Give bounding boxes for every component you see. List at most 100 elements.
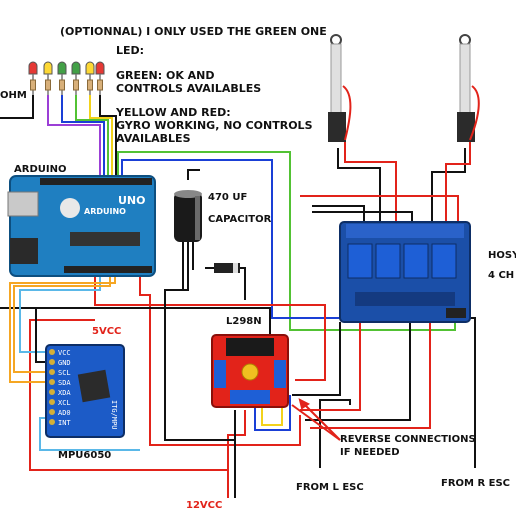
mpu-pin-label: GND: [58, 359, 71, 367]
led-2: [43, 61, 53, 95]
arduino-logo-text: ARDUINO: [84, 207, 126, 216]
digital-header: [40, 178, 152, 185]
mpu-pin-scl: [49, 369, 55, 375]
twelve-vcc-label: 12VCC: [186, 500, 222, 511]
wire-l298-blue: [254, 395, 291, 431]
mpu-pin-xda: [49, 389, 55, 395]
led-5: [85, 61, 95, 95]
wire-relay-top-red: [300, 195, 459, 222]
mpu-pin-label: XDA: [58, 389, 71, 397]
led-4: [71, 61, 81, 95]
relay-label-2: 4 CH: [488, 270, 514, 281]
l298n-label: L298N: [226, 316, 262, 327]
diode: [214, 263, 240, 273]
mpu-pin-label: SDA: [58, 379, 71, 387]
wire-relay-l298-red2: [310, 322, 431, 429]
resistor-4: [73, 79, 79, 91]
arduino-label: ARDUINO: [14, 164, 66, 175]
reverse-arrows: [291, 398, 341, 441]
uno-text: UNO: [118, 194, 146, 207]
wire-l298-yellow: [261, 400, 283, 426]
mpu-pin-sda: [49, 379, 55, 385]
power-jack: [10, 238, 38, 264]
wire-led-5: [89, 95, 113, 175]
arduino-uno-board: ARDUINO UNO: [7, 175, 156, 277]
mpu-pin-xcl: [49, 399, 55, 405]
wire-actuator-r-red: [445, 140, 471, 222]
linear-actuator-left: [328, 34, 352, 142]
wire-5v-rail: [94, 275, 326, 381]
mpu-pin-gnd: [49, 359, 55, 365]
resistor-1: [30, 79, 36, 91]
note-green-2: CONTROLS AVAILABLES: [116, 82, 261, 95]
wire-relay-l298-black: [292, 322, 341, 396]
capacitor-label-1: 470 UF: [208, 192, 247, 203]
arduino-logo-icon: [60, 198, 80, 218]
linear-actuator-right: [457, 34, 480, 142]
mpu-pin-int: [49, 419, 55, 425]
mpu-pin-label: INT: [58, 419, 71, 427]
capacitor-label-2: CAPACITOR: [208, 214, 272, 225]
l298n-driver: [211, 334, 289, 408]
reverse-label-2: IF NEEDED: [340, 447, 400, 458]
note-yr-1: YELLOW AND RED:: [115, 106, 231, 119]
wire-relay-top-black-b: [312, 211, 413, 222]
note-green-1: GREEN: OK AND: [116, 69, 215, 82]
wire-cap-top: [187, 169, 200, 180]
atmega-chip: [70, 232, 140, 246]
relay-cubes: [347, 243, 457, 279]
wire-relay-top-black-a: [312, 205, 365, 222]
wire-esc-l: [319, 399, 351, 468]
mpu-pin-ad0: [49, 409, 55, 415]
wire-green-relay: [117, 151, 456, 331]
five-vcc-label: 5VCC: [92, 326, 121, 337]
relay-label-1: HOSY: [488, 250, 516, 261]
ohm-label: OHM: [0, 90, 27, 101]
wires: [0, 95, 476, 498]
mpu-pin-label: SCL: [58, 369, 71, 377]
reverse-label-1: REVERSE CONNECTIONS: [340, 434, 476, 445]
wire-actuator-l-red: [344, 140, 397, 222]
heatsink: [226, 338, 274, 356]
relay-terminals: [346, 224, 464, 238]
led-1: [28, 61, 38, 95]
led-6: [95, 61, 105, 95]
mpu-chip-text: ITG/MPU: [110, 400, 118, 430]
resistor-3: [59, 79, 65, 91]
resistor-6: [97, 79, 103, 91]
mpu-pin-label: XCL: [58, 399, 71, 407]
wire-mpu-sda: [9, 275, 116, 383]
resistor-5: [87, 79, 93, 91]
from-r-esc-label: FROM R ESC: [441, 478, 510, 489]
wire-actuator-r-black: [431, 148, 466, 222]
wire-led-1: [0, 95, 34, 119]
mpu-pin-label: VCC: [58, 349, 71, 357]
wire-gnd-rail: [0, 307, 271, 345]
note-yr-2: GYRO WORKING, NO CONTROLS: [116, 119, 313, 132]
led-array: [28, 61, 105, 95]
mpu-pin-vcc: [49, 349, 55, 355]
wire-relay-l298-black2: [305, 322, 411, 421]
capacitor: [174, 190, 202, 290]
wire-red-left: [29, 319, 229, 498]
relay-module-4ch: [339, 221, 471, 323]
wire-led-4: [75, 95, 109, 175]
led-3: [57, 61, 67, 95]
note-optional: (OPTIONNAL) I ONLY USED THE GREEN ONE: [60, 25, 327, 38]
wire-esc-r: [462, 317, 476, 468]
from-l-esc-label: FROM L ESC: [296, 482, 364, 493]
wire-12v: [227, 410, 246, 498]
mpu-label: MPU6050: [58, 450, 111, 461]
wire-led-2: [47, 95, 101, 175]
mpu-pin-label: AD0: [58, 409, 71, 417]
usb-port: [7, 191, 39, 217]
wire-led-3: [61, 95, 105, 175]
note-yr-3: AVAILABLES: [116, 132, 191, 145]
analog-header: [64, 266, 152, 273]
note-led-title: LED:: [116, 44, 144, 57]
wire-red-down: [139, 275, 301, 446]
resistor-2: [45, 79, 51, 91]
